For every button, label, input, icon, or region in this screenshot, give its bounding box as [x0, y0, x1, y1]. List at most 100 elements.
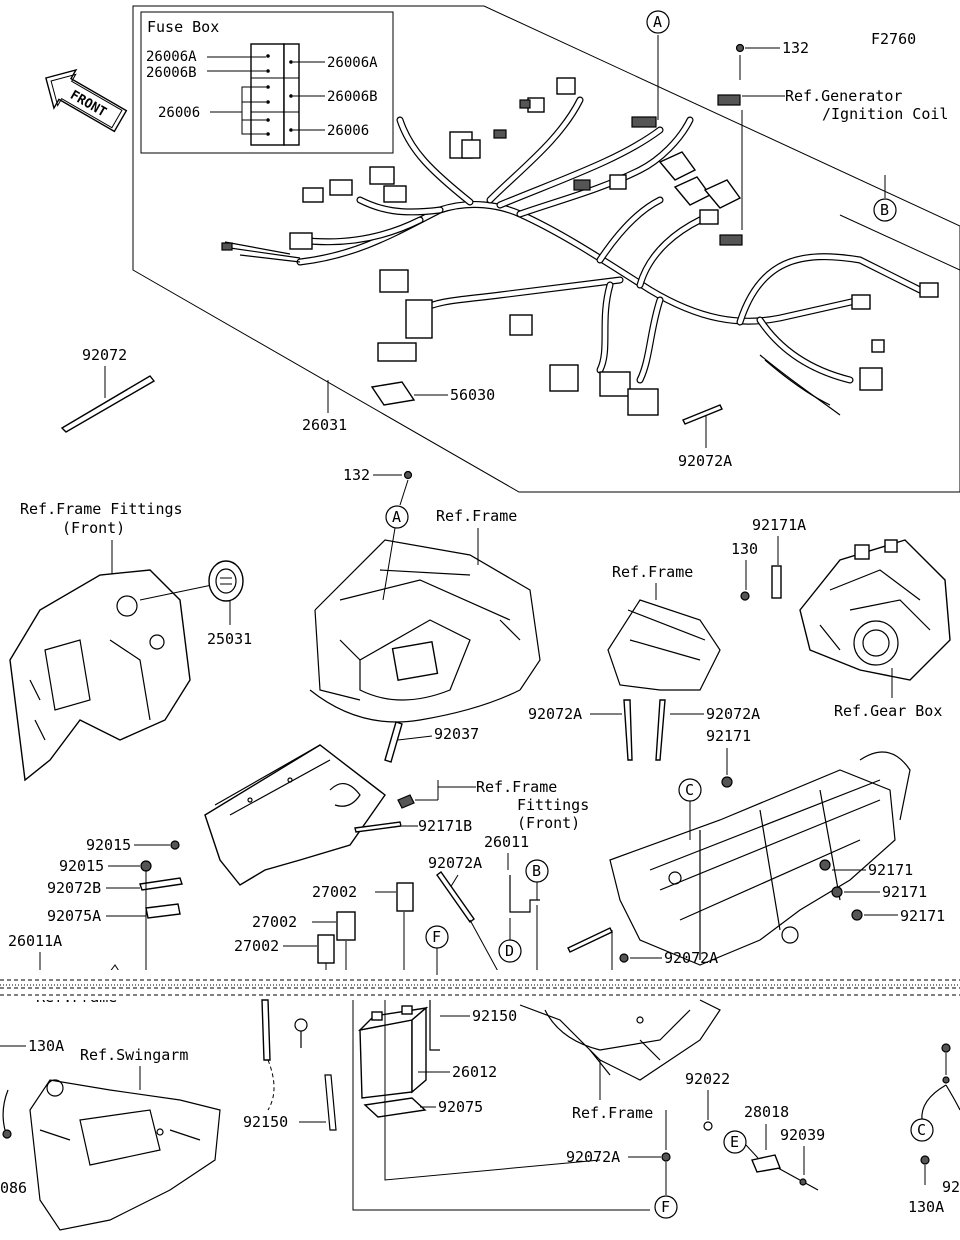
- main-wiring-harness: [224, 96, 924, 416]
- label-132-top: 132: [782, 39, 809, 57]
- relay-27002-low: [317, 934, 335, 964]
- front-direction-arrow: FRONT: [45, 68, 128, 133]
- ref-frame-low: Ref.Frame: [572, 1104, 653, 1122]
- label-92015-b: 92015: [59, 857, 104, 875]
- label-92039: 92039: [780, 1126, 825, 1144]
- callout-F-bottom: [654, 1195, 678, 1219]
- label-92072: 92072: [82, 346, 127, 364]
- fuse-box-frame: [140, 11, 394, 154]
- label-92072A-low: 92072A: [664, 949, 718, 967]
- callout-C-bottom-letter: C: [917, 1121, 926, 1139]
- callout-C-mid-letter: C: [685, 781, 694, 799]
- label-92037: 92037: [434, 725, 479, 743]
- callout-D-letter: D: [505, 942, 514, 960]
- relay-27002-top: [396, 882, 414, 912]
- label-086: 086: [0, 1179, 27, 1197]
- callout-F-mid-letter: F: [432, 928, 441, 946]
- callout-C-bottom: [910, 1118, 934, 1142]
- ref-generator-line2: /Ignition Coil: [822, 105, 948, 123]
- battery-bracket-frame: [309, 539, 541, 723]
- callout-A-mid: [385, 505, 409, 529]
- callout-F-bottom-letter: F: [661, 1198, 670, 1216]
- label-27002-b: 27002: [252, 913, 297, 931]
- label-26011A: 26011A: [8, 932, 62, 950]
- callout-B-top-letter: B: [880, 201, 889, 219]
- swingarm-reference: [29, 1079, 221, 1231]
- harness-connectors: [221, 77, 939, 416]
- callout-E: [723, 1130, 747, 1154]
- label-27002-c: 27002: [234, 937, 279, 955]
- fuse-label-right-c: 26006: [327, 123, 369, 139]
- frame-bracket-mid: [607, 599, 721, 691]
- battery-26012: [357, 1005, 429, 1099]
- label-92015-a: 92015: [86, 836, 131, 854]
- label-92072A-bottom: 92072A: [566, 1148, 620, 1166]
- label-92171-r1: 92171: [868, 861, 913, 879]
- main-frame-chassis: [609, 751, 911, 966]
- label-92171-r3: 92171: [900, 907, 945, 925]
- label-92171A: 92171A: [752, 516, 806, 534]
- ref-frame-mid: Ref.Frame: [612, 563, 693, 581]
- fuse-label-left-b: 26006B: [146, 65, 197, 81]
- callout-E-letter: E: [730, 1133, 739, 1151]
- label-26011: 26011: [484, 833, 529, 851]
- ref-frame-fittings-front-line2: (Front): [62, 519, 125, 537]
- label-130A-right: 130A: [908, 1198, 944, 1216]
- label-27002-a: 27002: [312, 883, 357, 901]
- grommet-25031: [208, 560, 244, 602]
- label-92171B: 92171B: [418, 817, 472, 835]
- ref-frame-fittings-2-line1: Ref.Frame: [476, 778, 557, 796]
- label-92072B: 92072B: [47, 879, 101, 897]
- label-56030: 56030: [450, 386, 495, 404]
- label-92171-r2: 92171: [882, 883, 927, 901]
- label-25031: 25031: [207, 630, 252, 648]
- label-92072A-left: 92072A: [528, 705, 582, 723]
- callout-A-mid-letter: A: [392, 508, 401, 526]
- label-92-cut: 92: [942, 1178, 960, 1196]
- ref-frame-fittings-2-line2: Fittings: [517, 796, 589, 814]
- label-28018: 28018: [744, 1103, 789, 1121]
- ref-frame-fittings-2-line3: (Front): [517, 814, 580, 832]
- label-92022: 92022: [685, 1070, 730, 1088]
- callout-A-top-letter: A: [653, 13, 662, 31]
- ref-swingarm: Ref.Swingarm: [80, 1046, 188, 1064]
- callout-A-top: [646, 10, 670, 34]
- label-92075A: 92075A: [47, 907, 101, 925]
- scan-noise-band: [0, 970, 960, 1000]
- label-130-top: 130: [731, 540, 758, 558]
- fuse-label-left-c: 26006: [158, 105, 200, 121]
- label-130A-left: 130A: [28, 1037, 64, 1055]
- gear-box-reference: [799, 539, 951, 681]
- callout-B-top: [873, 198, 897, 222]
- harness-assembly-panel: [132, 5, 960, 493]
- rear-frame-bracket: [519, 999, 721, 1081]
- ref-gear-box: Ref.Gear Box: [834, 702, 942, 720]
- fuse-label-left-a: 26006A: [146, 49, 197, 65]
- battery-pad-92075: [363, 1097, 427, 1118]
- label-92150-right: 92150: [472, 1007, 517, 1025]
- front-panel-fitting: [9, 569, 191, 782]
- cable-tie-92037: [384, 721, 403, 763]
- panel-divider: [839, 214, 960, 271]
- fuse-box-body: [250, 43, 300, 146]
- relay-27002-mid: [336, 911, 356, 941]
- label-92075: 92075: [438, 1098, 483, 1116]
- ref-generator-line1: Ref.Generator: [785, 87, 902, 105]
- label-26031: 26031: [302, 416, 347, 434]
- figure-code: F2760: [871, 30, 916, 48]
- sensor-28018: [751, 1154, 781, 1173]
- label-92150-left: 92150: [243, 1113, 288, 1131]
- label-92072A-top: 92072A: [678, 452, 732, 470]
- fuse-box-title: Fuse Box: [147, 18, 219, 36]
- cable-tie-92072: [60, 375, 156, 433]
- label-26012: 26012: [452, 1063, 497, 1081]
- label-132-mid: 132: [343, 466, 370, 484]
- label-92072A-right: 92072A: [706, 705, 760, 723]
- label-92072A-cable: 92072A: [428, 854, 482, 872]
- front-frame-plate: [204, 744, 386, 886]
- fuse-label-right-a: 26006A: [327, 55, 378, 71]
- callout-B-mid-letter: B: [532, 862, 541, 880]
- ref-frame-fittings-front-line1: Ref.Frame Fittings: [20, 500, 183, 518]
- label-sheet-56030: [370, 381, 416, 406]
